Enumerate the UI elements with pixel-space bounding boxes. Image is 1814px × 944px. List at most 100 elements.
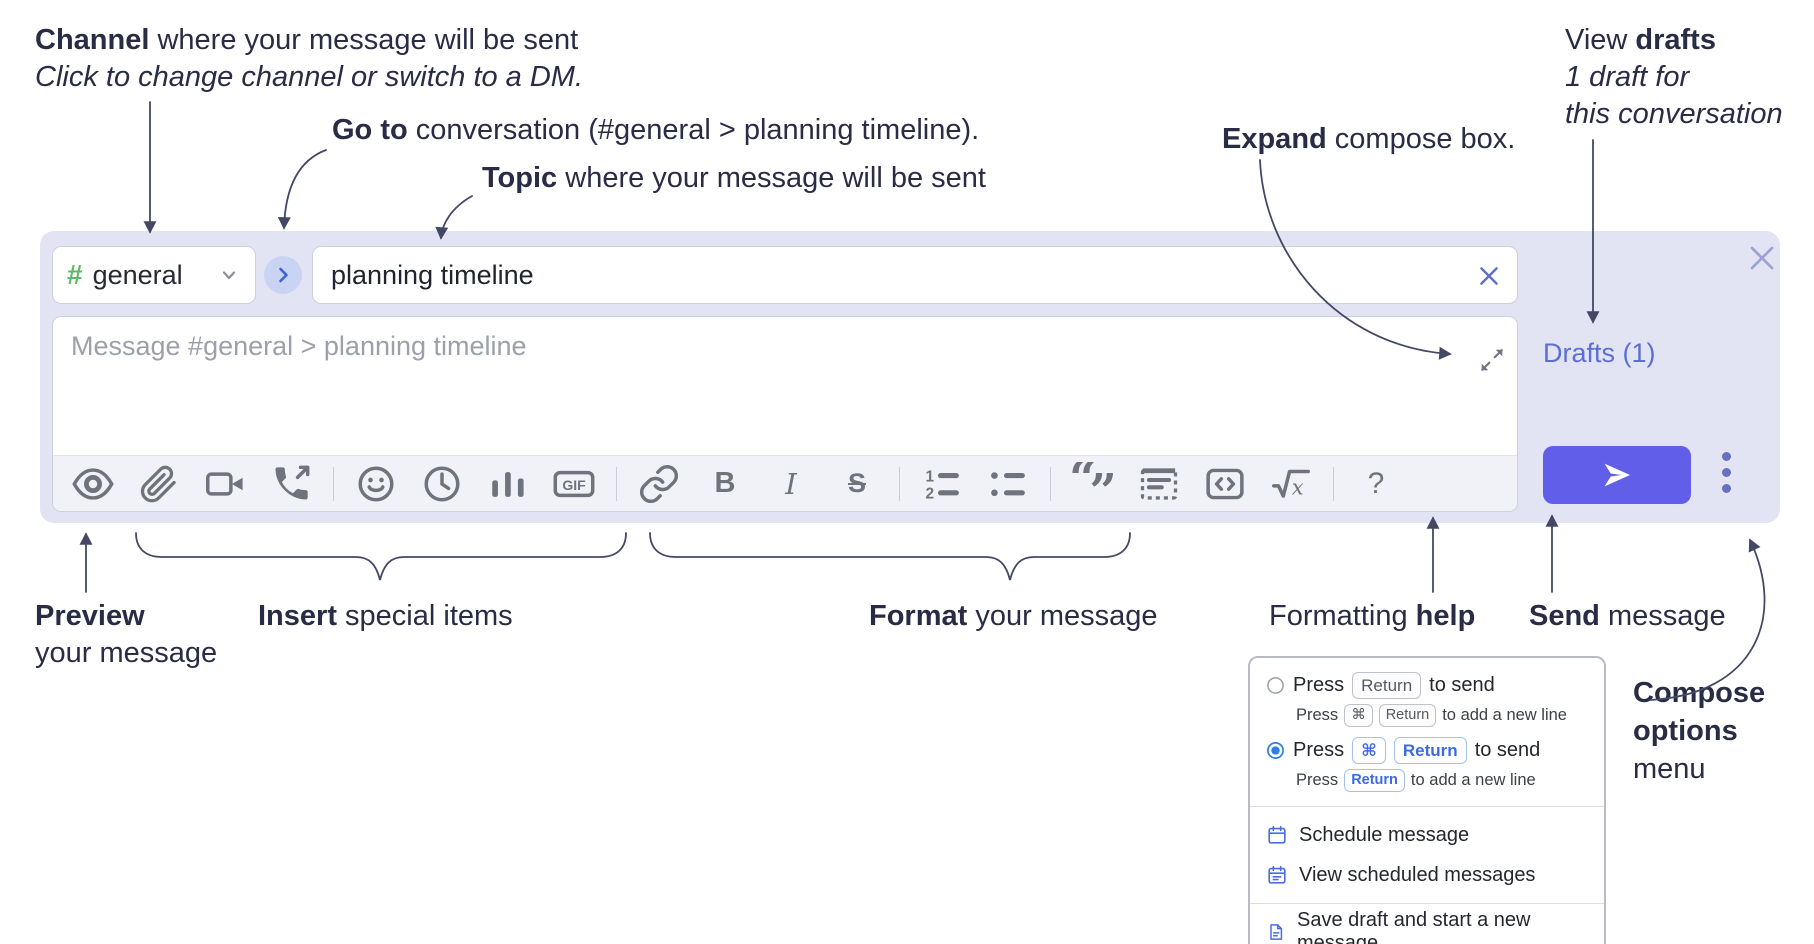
topic-input[interactable] [313,247,1517,303]
send-option-return[interactable]: Press Return to send Press ⌘ Return to a… [1250,668,1604,733]
insert-annotation: Insert special items [258,600,513,632]
svg-text:x: x [1292,474,1304,499]
add-global-time-button[interactable] [420,462,464,506]
channel-selector[interactable]: # general [52,246,256,304]
svg-text:”: ” [1089,463,1115,505]
italic-icon: I [785,466,797,501]
compose-toolbar: GIF B I S [53,455,1517,511]
link-icon [639,464,679,503]
drafts-link[interactable]: Drafts (1) [1543,338,1656,368]
calendar-icon [1268,865,1286,884]
topic-annotation: Topic where your message will be sent [482,162,986,194]
message-box: GIF B I S [52,316,1518,512]
kbd-return: Return [1352,672,1422,699]
radio-selected-icon[interactable] [1266,741,1285,760]
popup-divider [1250,903,1604,904]
add-gif-button[interactable]: GIF [552,462,596,506]
numbered-list-icon: 1 2 [926,468,959,502]
compose-options-menu-button[interactable] [1716,452,1736,493]
compose-options-popup: Press Return to send Press ⌘ Return to a… [1248,656,1606,944]
calendar-icon [1268,825,1286,844]
bulleted-list-icon [991,471,1025,496]
svg-text:GIF: GIF [562,477,585,493]
svg-text:1: 1 [926,468,935,485]
svg-text:2: 2 [926,485,935,502]
svg-text:“: “ [1071,462,1097,506]
bulleted-list-button[interactable] [986,462,1030,506]
toolbar-divider [616,466,617,501]
smiley-icon [358,465,394,502]
send-annotation: Send message [1529,600,1726,632]
view-scheduled-messages-item[interactable]: View scheduled messages [1250,855,1604,895]
dot [1721,468,1731,477]
toolbar-divider [1050,466,1051,501]
dot [1721,452,1731,461]
spoiler-button[interactable] [1137,462,1181,506]
italic-button[interactable]: I [769,462,813,506]
toolbar-divider [1333,466,1334,501]
eye-icon [72,467,114,500]
compose-box: # general [40,231,1780,523]
insert-link-button[interactable] [637,462,681,506]
code-button[interactable] [1203,462,1247,506]
math-button[interactable]: x [1269,462,1313,506]
send-icon [1604,463,1631,487]
format-annotation: Format your message [869,600,1158,632]
send-button[interactable] [1543,446,1691,504]
strikethrough-button[interactable]: S [835,462,879,506]
dot [1721,484,1731,493]
bold-button[interactable]: B [703,462,747,506]
formatting-help-button[interactable]: ? [1354,462,1398,506]
kbd-return: Return [1344,769,1405,792]
clear-topic-icon[interactable] [1475,262,1503,290]
save-draft-item[interactable]: Save draft and start a new message [1250,909,1604,944]
spoiler-icon [1140,467,1178,500]
kbd-cmd: ⌘ [1344,704,1373,727]
send-option-cmd-return[interactable]: Press ⌘ Return to send Press Return to a… [1250,733,1604,798]
goto-arrow [277,149,327,230]
numbered-list-button[interactable]: 1 2 [920,462,964,506]
channel-hash-icon: # [67,259,83,290]
question-mark-icon: ? [1367,466,1385,500]
compose-options-annotation: Compose options menu [1633,677,1766,785]
add-voice-call-button[interactable] [269,462,313,506]
chevron-right-icon [279,267,288,283]
strikethrough-icon: S [847,468,866,498]
topic-box [312,246,1518,304]
gif-icon: GIF [553,470,595,497]
preview-button[interactable] [71,462,115,506]
channel-name: general [92,259,183,290]
attach-file-button[interactable] [137,462,181,506]
goto-conversation-button[interactable] [264,256,302,294]
channel-annotation: Channel where your message will be sent … [35,24,584,93]
toolbar-divider [899,466,900,501]
schedule-message-item[interactable]: Schedule message [1250,815,1604,855]
view-drafts-annotation: View drafts 1 draft for this conversatio… [1565,24,1783,130]
quote-button[interactable]: “ ” [1071,462,1115,506]
kbd-cmd: ⌘ [1352,737,1386,764]
popup-divider [1250,806,1604,807]
add-poll-button[interactable] [486,462,530,506]
math-sqrt-icon: x [1272,469,1310,499]
toolbar-divider [333,466,334,501]
paperclip-icon [140,465,176,502]
radio-unselected-icon[interactable] [1266,676,1285,695]
add-video-call-button[interactable] [203,462,247,506]
add-emoji-button[interactable] [354,462,398,506]
preview-annotation: Preview your message [35,600,218,669]
expand-compose-icon[interactable] [1479,347,1505,373]
expand-annotation: Expand compose box. [1222,123,1516,155]
close-compose-icon[interactable] [1746,242,1778,274]
phone-call-icon [275,465,310,499]
format-brace [649,532,1131,581]
insert-brace [135,532,627,581]
clock-icon [424,465,460,502]
goto-annotation: Go to conversation (#general > planning … [332,114,980,146]
kbd-return: Return [1393,737,1467,764]
code-icon [1206,468,1244,499]
video-camera-icon [206,471,243,496]
quote-icon: “ ” [1071,462,1115,506]
message-input[interactable] [53,317,1517,451]
formatting-help-annotation: Formatting help [1269,600,1476,632]
